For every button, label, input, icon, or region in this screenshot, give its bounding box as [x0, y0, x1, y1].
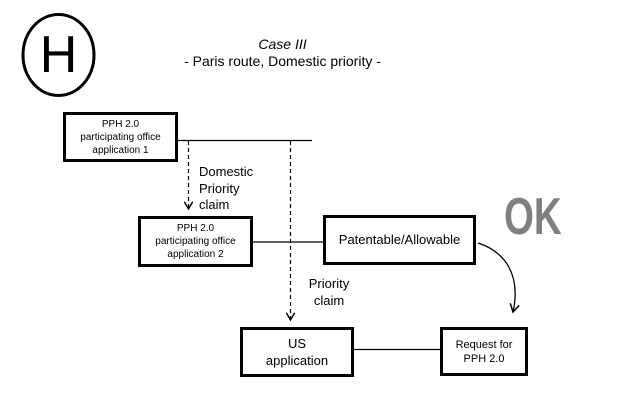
logo-ellipse: [21, 13, 96, 97]
h-logo-letter: H: [39, 26, 78, 84]
node-request-pph: Request for PPH 2.0: [440, 327, 528, 376]
node-office-application-1: PPH 2.0 participating office application…: [63, 112, 178, 162]
node-patentable-allowable: Patentable/Allowable: [323, 215, 476, 265]
node-us-application: US application: [240, 327, 354, 377]
slide-subtitle: - Paris route, Domestic priority -: [184, 53, 381, 69]
label-domestic-priority-claim: Domestic Priority claim: [199, 164, 254, 212]
ok-status-text: OK: [504, 188, 562, 246]
label-priority-claim: Priority claim: [308, 276, 350, 308]
slide-title: Case III: [258, 36, 307, 52]
h-logo: H: [23, 14, 94, 96]
title-block: Case III - Paris route, Domestic priorit…: [120, 36, 445, 70]
patentable-to-request-arrow: [477, 242, 520, 314]
node-office-application-2: PPH 2.0 participating office application…: [138, 216, 253, 267]
